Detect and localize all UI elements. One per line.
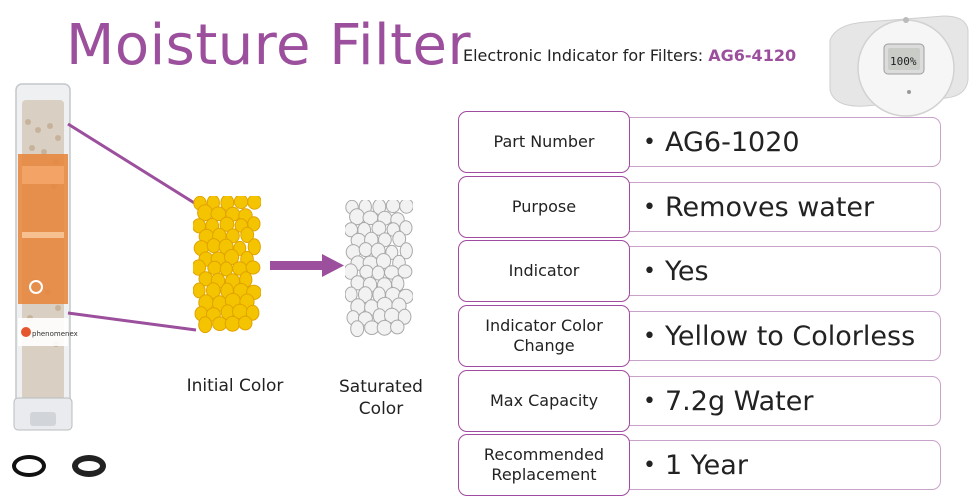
page-title: Moisture Filter [66, 13, 471, 78]
lower-connector-line [67, 311, 197, 332]
spec-value: 1 Year [665, 449, 748, 481]
bead [345, 263, 358, 280]
spec-value: Yes [665, 255, 709, 287]
spec-label: Purpose [458, 176, 630, 238]
bead [223, 249, 240, 265]
saturated-caption-line1: Saturated [339, 377, 423, 397]
bead [238, 315, 253, 331]
saturated-caption-line2: Color [358, 399, 404, 419]
bead [385, 200, 401, 214]
spec-label: Indicator [458, 240, 630, 302]
bead [376, 319, 393, 336]
o-ring-thin [12, 455, 46, 477]
bullet-icon: • [643, 258, 656, 284]
bead [226, 228, 240, 244]
bead [390, 319, 405, 335]
spec-label-text: Replacement [491, 465, 597, 484]
bead [378, 232, 392, 248]
bead [397, 308, 412, 325]
spec-label-text: Indicator Color [485, 316, 603, 335]
spec-value: AG6-1020 [665, 126, 800, 158]
indicator-model-number: AG6-4120 [708, 46, 797, 65]
bullet-icon: • [643, 323, 656, 349]
bead [206, 238, 221, 254]
spec-label-text: Indicator [508, 261, 580, 280]
bullet-icon: • [643, 388, 656, 414]
spec-label: Max Capacity [458, 370, 630, 432]
spec-value: Yellow to Colorless [665, 320, 916, 352]
spec-row-purpose: Purpose • Removes water [458, 176, 943, 238]
bead [399, 242, 413, 260]
bead [197, 204, 213, 222]
bead [371, 220, 387, 236]
spec-value-box: • Removes water [618, 182, 941, 232]
spec-row-indicator: Indicator • Yes [458, 240, 943, 302]
bead [359, 264, 374, 280]
bead [357, 286, 373, 303]
right-arrow-icon [270, 254, 344, 277]
bullet-icon: • [643, 452, 656, 478]
indicator-display-reading: 100% [890, 55, 917, 68]
spec-value: Removes water [665, 191, 875, 223]
bullet-icon: • [643, 129, 656, 155]
bead [233, 196, 249, 210]
spec-label-text: Change [513, 336, 575, 355]
indicator-description: Electronic Indicator for Filters: AG6-41… [463, 46, 796, 65]
bead [397, 264, 413, 279]
bead [245, 304, 260, 321]
spec-row-max-capacity: Max Capacity • 7.2g Water [458, 370, 943, 432]
bead [224, 315, 241, 332]
spec-value-box: • AG6-1020 [618, 117, 941, 167]
bead [245, 260, 261, 275]
saturated-color-beads [345, 200, 413, 338]
spec-row-part-number: Part Number • AG6-1020 [458, 111, 943, 173]
bead [399, 200, 413, 214]
bead [358, 242, 373, 258]
spec-label-text: Max Capacity [489, 391, 599, 410]
bead [350, 320, 365, 338]
electronic-indicator-image: 100% [829, 15, 969, 117]
upper-connector-line [67, 122, 197, 206]
bead [392, 230, 407, 248]
spec-value: 7.2g Water [665, 385, 814, 417]
spec-label-text: Purpose [511, 197, 577, 216]
spec-value-box: • Yellow to Colorless [618, 311, 941, 361]
filter-tube-image: phenomenex [13, 83, 78, 431]
bullet-icon: • [643, 194, 656, 220]
bead [193, 259, 206, 276]
bead [247, 238, 261, 256]
initial-color-caption: Initial Color [186, 376, 284, 396]
initial-color-beads [193, 196, 261, 334]
spec-value-box: • 1 Year [618, 440, 941, 490]
bead [240, 226, 255, 244]
bead [349, 208, 365, 226]
spec-label: Part Number [458, 111, 630, 173]
bead [207, 260, 222, 276]
bead [247, 216, 261, 232]
tube-brand-label: phenomenex [32, 330, 78, 338]
bead [193, 282, 206, 299]
o-ring-thick [72, 455, 106, 477]
bead [345, 286, 358, 303]
bead [219, 216, 235, 232]
bead [399, 220, 413, 236]
bead [198, 316, 213, 334]
spec-value-box: • Yes [618, 246, 941, 296]
saturated-color-caption: Saturated Color [326, 376, 436, 420]
indicator-prefix: Electronic Indicator for Filters: [463, 46, 709, 65]
spec-value-box: • 7.2g Water [618, 376, 941, 426]
bead [375, 253, 392, 269]
bead [247, 196, 261, 210]
bead [205, 282, 221, 299]
spec-label-text: Part Number [493, 132, 595, 151]
spec-label-text: Recommended [483, 445, 605, 464]
